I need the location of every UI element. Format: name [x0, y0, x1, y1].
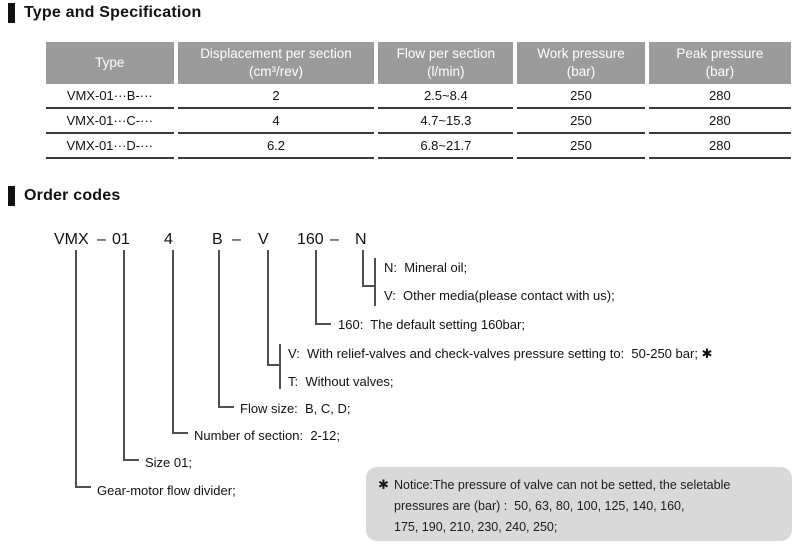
col-header-flow: Flow per section (l/min)	[378, 42, 514, 84]
cell-peak-pressure: 280	[648, 134, 791, 159]
code-part-media: N	[355, 231, 367, 248]
elbow-flowsize	[218, 406, 234, 408]
cell-work-pressure: 250	[517, 134, 645, 159]
table-row: VMX-01···B-··· 2 2.5~8.4 250 280	[46, 84, 791, 109]
section-title-order-codes: Order codes	[8, 186, 120, 206]
legend-sections: Number of section: 2-12;	[194, 428, 340, 443]
elbow-size	[123, 459, 139, 461]
code-part-valves: V	[258, 231, 269, 248]
legend-media-n: N: Mineral oil;	[384, 260, 468, 275]
code-line-media	[362, 250, 364, 287]
elbow-sections	[172, 432, 188, 434]
table-row: VMX-01···D-··· 6.2 6.8~21.7 250 280	[46, 134, 791, 159]
bracket-valves-horizontal	[267, 364, 279, 366]
cell-type: VMX-01···C-···	[46, 109, 174, 134]
legend-pressure: 160: The default setting 160bar;	[338, 317, 525, 332]
legend-media-v: V: Other media(please contact with us);	[384, 288, 615, 303]
cell-displacement: 4	[177, 109, 375, 134]
cell-work-pressure: 250	[517, 84, 645, 109]
bracket-media-bar	[374, 258, 376, 306]
cell-displacement: 6.2	[177, 134, 375, 159]
page-title: Type and Specification	[24, 4, 202, 21]
cell-peak-pressure: 280	[648, 84, 791, 109]
cell-flow: 4.7~15.3	[378, 109, 514, 134]
code-part-dash2: –	[232, 231, 241, 248]
table-row: VMX-01···C-··· 4 4.7~15.3 250 280	[46, 109, 791, 134]
spec-header-row: Type Displacement per section (cm³/rev) F…	[46, 42, 791, 84]
notice-text: Notice:The pressure of valve can not be …	[394, 475, 731, 534]
code-line-valves	[267, 250, 269, 366]
code-part-prefix: VMX	[54, 231, 89, 248]
legend-flow-size: Flow size: B, C, D;	[240, 401, 351, 416]
notice-box: ✱ Notice:The pressure of valve can not b…	[366, 467, 792, 541]
code-line-size	[123, 250, 125, 461]
cell-displacement: 2	[177, 84, 375, 109]
section-bar-icon	[8, 3, 15, 23]
asterisk-icon: ✱	[378, 477, 389, 492]
notice-line: 175, 190, 210, 230, 240, 250;	[394, 520, 558, 534]
header-line2: (bar)	[566, 64, 596, 79]
notice-line: pressures are (bar) : 50, 63, 80, 100, 1…	[394, 499, 685, 513]
code-part-flowsize: B	[212, 231, 223, 248]
cell-type: VMX-01···B-···	[46, 84, 174, 109]
code-line-flowsize	[218, 250, 220, 408]
code-part-dash1: –	[97, 231, 106, 248]
header-line2: (bar)	[705, 64, 735, 79]
col-header-work-pressure: Work pressure (bar)	[517, 42, 645, 84]
spec-table: Type Displacement per section (cm³/rev) F…	[42, 42, 795, 159]
legend-valves-t: T: Without valves;	[288, 374, 394, 389]
header-line1: Flow per section	[396, 46, 495, 62]
section-bar-icon	[8, 186, 15, 206]
order-codes-title: Order codes	[24, 187, 121, 204]
header-line1: Type	[95, 55, 125, 71]
notice-line: Notice:The pressure of valve can not be …	[394, 478, 731, 492]
header-line1: Displacement per section	[200, 46, 352, 62]
col-header-peak-pressure: Peak pressure (bar)	[648, 42, 791, 84]
code-part-dash3: –	[330, 231, 339, 248]
cell-work-pressure: 250	[517, 109, 645, 134]
code-line-prefix	[75, 250, 77, 488]
header-line1: Work pressure	[537, 46, 625, 62]
cell-flow: 6.8~21.7	[378, 134, 514, 159]
header-line1: Peak pressure	[676, 46, 764, 62]
legend-divider: Gear-motor flow divider;	[97, 483, 236, 498]
col-header-displacement: Displacement per section (cm³/rev)	[177, 42, 375, 84]
code-line-pressure	[315, 250, 317, 325]
col-header-type: Type	[46, 42, 174, 84]
header-line2: (l/min)	[427, 64, 465, 79]
bracket-valves-bar	[279, 344, 281, 389]
elbow-pressure	[315, 323, 331, 325]
cell-flow: 2.5~8.4	[378, 84, 514, 109]
legend-size: Size 01;	[145, 455, 192, 470]
elbow-divider	[75, 486, 91, 488]
code-part-size: 01	[112, 231, 130, 248]
code-part-sections: 4	[164, 231, 173, 248]
legend-valves-v: V: With relief-valves and check-valves p…	[288, 346, 713, 361]
code-part-pressure: 160	[297, 231, 324, 248]
header-line2: (cm³/rev)	[248, 64, 303, 79]
section-title-type-spec: Type and Specification	[8, 3, 201, 23]
bracket-media-horizontal	[362, 285, 376, 287]
cell-type: VMX-01···D-···	[46, 134, 174, 159]
code-line-sections	[172, 250, 174, 434]
cell-peak-pressure: 280	[648, 109, 791, 134]
